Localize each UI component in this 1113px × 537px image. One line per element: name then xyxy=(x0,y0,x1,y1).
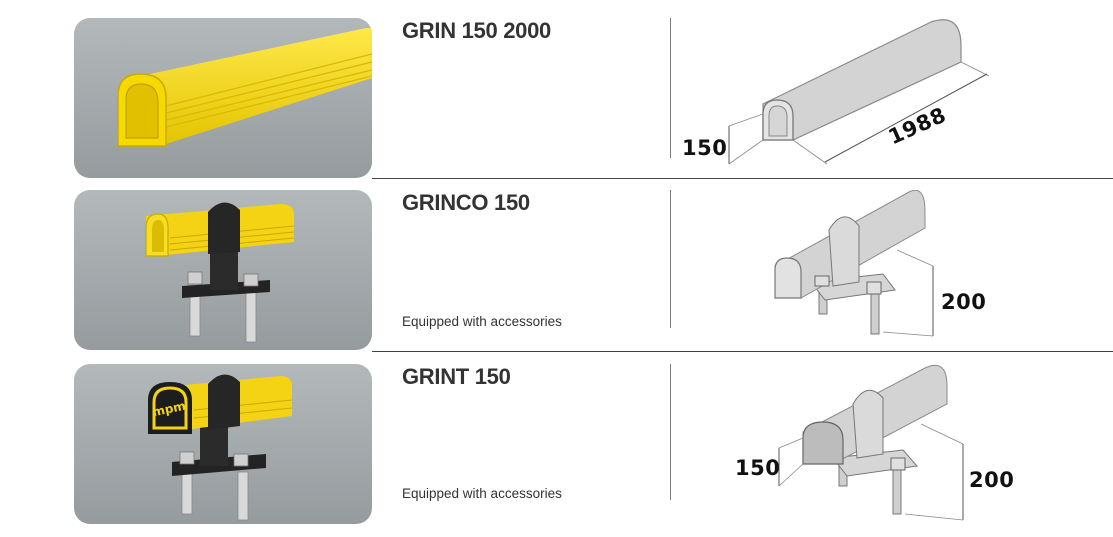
dimension-height-label: 200 xyxy=(969,468,1015,492)
product-photo-grinco xyxy=(74,190,372,350)
product-title: GRINT 150 xyxy=(402,364,511,389)
dimension-width-label: 150 xyxy=(735,456,781,480)
product-photo-grint: mpm xyxy=(74,364,372,524)
product-title: GRIN 150 2000 xyxy=(402,18,551,43)
divider-horizontal xyxy=(372,178,1113,179)
technical-drawing-grin: 150 1988 xyxy=(671,18,1113,190)
product-photo-grin xyxy=(74,18,372,178)
product-note: Equipped with accessories xyxy=(402,314,562,329)
divider-vertical xyxy=(670,364,671,500)
divider-vertical xyxy=(670,18,671,158)
divider-vertical xyxy=(670,190,671,328)
product-note: Equipped with accessories xyxy=(402,486,562,501)
dimension-height-label: 200 xyxy=(941,290,987,314)
product-title: GRINCO 150 xyxy=(402,190,530,215)
technical-drawing-grint: 150 200 xyxy=(671,364,1113,536)
dimension-height-label: 150 xyxy=(682,136,728,160)
product-row-grin: GRIN 150 2000 150 1988 xyxy=(0,18,1113,190)
divider-horizontal xyxy=(372,351,1113,352)
product-row-grinco: GRINCO 150 Equipped with accessories 200 xyxy=(0,190,1113,362)
product-row-grint: mpm GRINT 150 Equipped with accessories … xyxy=(0,364,1113,536)
technical-drawing-grinco: 200 xyxy=(671,190,1113,362)
